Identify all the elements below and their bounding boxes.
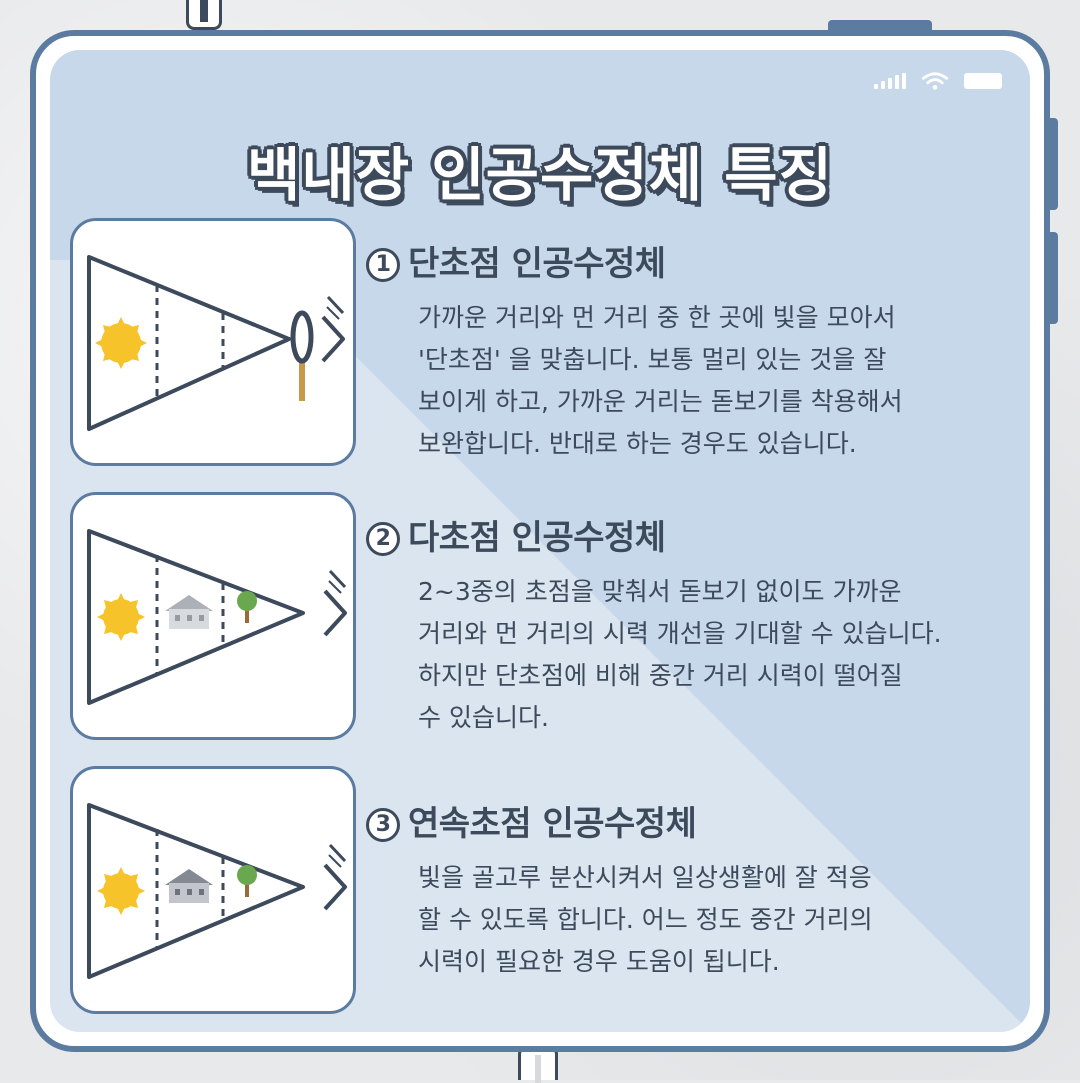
section-title-text: 단초점 인공수정체 (408, 244, 666, 284)
charging-cable-top (186, 0, 222, 30)
wifi-icon (921, 72, 949, 90)
description-line: 할 수 있도록 합니다. 어느 정도 중간 거리의 (418, 905, 873, 934)
eye-icon (323, 569, 347, 637)
section-number-badge: 3 (366, 808, 400, 842)
section-description: 2~3중의 초점을 맞춰서 돋보기 없이도 가까운 거리와 먼 거리의 시력 개… (418, 571, 1018, 739)
sun-icon (97, 593, 145, 641)
illustration-card-monofocal (70, 218, 356, 466)
multifocal-diagram (87, 529, 347, 705)
section-number-badge: 2 (366, 522, 400, 556)
sun-icon (97, 867, 145, 915)
tree-icon (237, 591, 257, 623)
signal-icon (874, 73, 906, 89)
description-line: 시력이 필요한 경우 도움이 됩니다. (418, 947, 780, 976)
description-line: 빛을 골고루 분산시켜서 일상생활에 잘 적응 (418, 863, 872, 892)
phone-screen: 백내장 인공수정체 특징 (50, 50, 1030, 1032)
description-line: 수 있습니다. (418, 703, 549, 732)
eye-icon (321, 295, 345, 363)
description-line: 가까운 거리와 먼 거리 중 한 곳에 빛을 모아서 (418, 303, 896, 332)
phone-frame: 백내장 인공수정체 특징 (30, 30, 1050, 1052)
house-icon (165, 869, 213, 903)
house-icon (165, 595, 213, 629)
description-line: 거리와 먼 거리의 시력 개선을 기대할 수 있습니다. (418, 619, 942, 648)
section-description: 빛을 골고루 분산시켜서 일상생활에 잘 적응 할 수 있도록 합니다. 어느 … (418, 857, 1018, 983)
sun-icon (95, 317, 147, 369)
illustration-card-multifocal (70, 492, 356, 740)
battery-icon (964, 73, 1002, 89)
illustration-card-edof (70, 766, 356, 1014)
description-line: 2~3중의 초점을 맞춰서 돋보기 없이도 가까운 (418, 577, 902, 606)
section-title-text: 다초점 인공수정체 (408, 518, 666, 558)
tree-icon (237, 865, 257, 897)
description-line: 보이게 하고, 가까운 거리는 돋보기를 착용해서 (418, 387, 903, 416)
page-title: 백내장 인공수정체 특징 (247, 141, 833, 209)
section-number-badge: 1 (366, 248, 400, 282)
description-line: 하지만 단초점에 비해 중간 거리 시력이 떨어질 (418, 661, 903, 690)
section-title-text: 연속초점 인공수정체 (408, 804, 697, 844)
eye-icon (323, 843, 347, 911)
magnifier-icon (290, 310, 314, 401)
status-bar (874, 72, 1002, 90)
description-line: '단초점' 을 맞춥니다. 보통 멀리 있는 것을 잘 (418, 345, 887, 374)
edof-diagram (87, 803, 347, 979)
section-description: 가까운 거리와 먼 거리 중 한 곳에 빛을 모아서 '단초점' 을 맞춥니다.… (418, 297, 1018, 465)
description-line: 보완합니다. 반대로 하는 경우도 있습니다. (418, 429, 857, 458)
monofocal-diagram (87, 255, 345, 431)
